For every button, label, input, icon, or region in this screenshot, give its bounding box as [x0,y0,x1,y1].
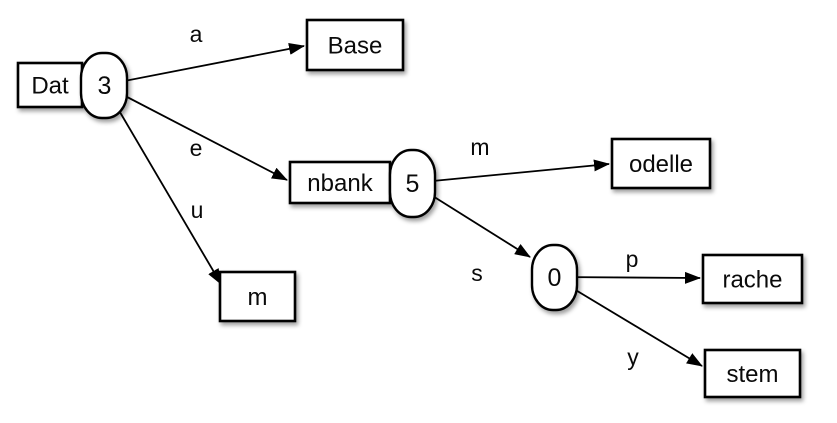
edges-layer [103,42,703,367]
node-label-odelle: odelle [629,151,693,178]
edge-label-e: e [190,135,203,161]
node-label-rache: rache [722,267,782,294]
node-label-dat: Dat [31,73,69,100]
node-label-0: 0 [548,264,562,292]
edge-label-m: m [470,134,489,160]
edge-0-rache [553,271,701,284]
node-box-stem [703,348,802,399]
node-label-m: m [248,284,268,311]
edge-label-u: u [191,197,204,223]
node-counter-5 [388,148,437,219]
node-box-base [305,18,405,72]
node-box-m [218,270,297,323]
node-counter-0 [530,243,579,312]
edge-0-stem [553,276,703,367]
edge-3-base [103,42,305,86]
edge-label-y: y [627,344,639,370]
edge-label-s: s [471,260,483,286]
node-box-nbank [288,160,392,205]
nodes-layer [16,18,804,399]
node-label-stem: stem [726,361,778,388]
node-label-nbank: nbank [307,170,373,197]
edge-3-nbank [103,84,288,181]
edge-3-m [103,84,222,285]
labels-layer: Dat 3 Base nbank 5 m odelle 0 rache stem… [31,21,782,388]
node-box-odelle [610,137,712,190]
node-label-base: Base [328,33,383,60]
edge-label-a: a [190,21,203,47]
node-counter-3 [79,51,129,120]
node-box-rache [701,253,804,305]
node-label-3: 3 [98,72,112,100]
node-label-5: 5 [406,170,420,198]
edge-5-odelle [411,159,610,184]
node-box-dat [16,61,84,109]
edge-label-p: p [626,246,639,272]
